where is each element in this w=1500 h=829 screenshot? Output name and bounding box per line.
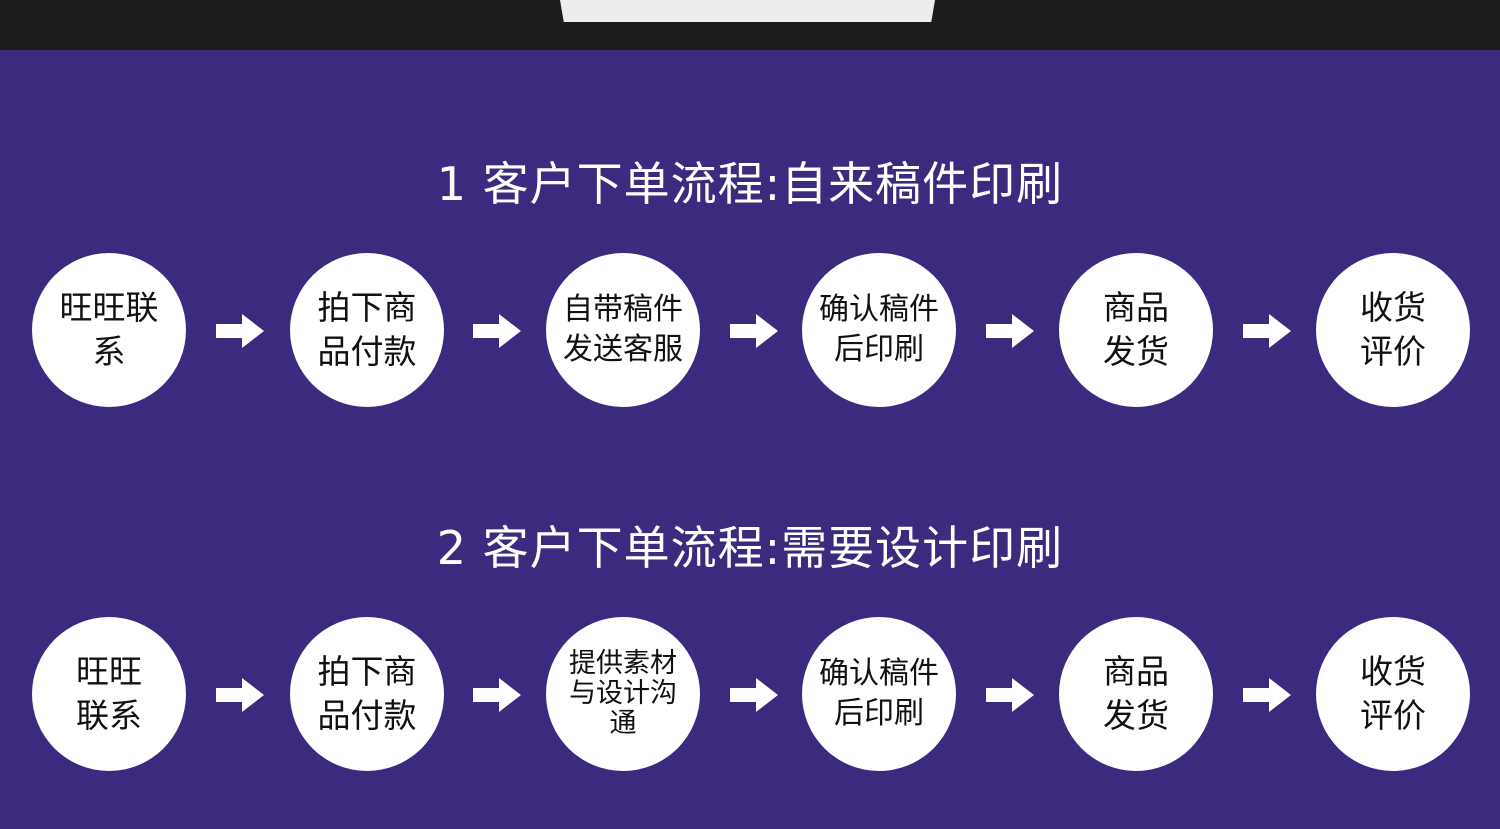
arrow-right-icon [1243, 678, 1291, 712]
arrow-right-icon [1243, 314, 1291, 348]
flow-2-steps: 旺旺联系 拍下商品付款 提供素材与设计沟通 确认稿件后印刷 商品发货 收货评价 [0, 617, 1500, 773]
flow-1-step-3: 自带稿件发送客服 [546, 253, 700, 407]
arrow-right-icon [473, 314, 521, 348]
arrow-right-icon [730, 678, 778, 712]
flow-2-step-6: 收货评价 [1316, 617, 1470, 771]
step-label: 收货评价 [1360, 288, 1426, 371]
step-label: 商品发货 [1103, 652, 1169, 735]
step-label: 拍下商品付款 [317, 652, 417, 735]
flow-2-step-1: 旺旺联系 [32, 617, 186, 771]
flow-2-step-5: 商品发货 [1059, 617, 1213, 771]
step-label: 旺旺联系 [76, 652, 142, 735]
flow-1-step-5: 商品发货 [1059, 253, 1213, 407]
top-tab [560, 0, 935, 22]
flow-1-title: 1 客户下单流程:自来稿件印刷 [436, 157, 1064, 211]
step-label: 确认稿件后印刷 [819, 656, 939, 731]
flow-1-step-6: 收货评价 [1316, 253, 1470, 407]
arrow-right-icon [216, 678, 264, 712]
step-label: 拍下商品付款 [317, 288, 417, 371]
arrow-right-icon [986, 678, 1034, 712]
flow-2-title: 2 客户下单流程:需要设计印刷 [436, 521, 1064, 575]
step-label: 自带稿件发送客服 [563, 292, 683, 367]
step-label: 旺旺联系 [59, 288, 159, 371]
flow-1-step-1: 旺旺联系 [32, 253, 186, 407]
flow-2-step-4: 确认稿件后印刷 [802, 617, 956, 771]
flow-1-steps: 旺旺联系 拍下商品付款 自带稿件发送客服 确认稿件后印刷 商品发货 收货评价 [0, 253, 1500, 409]
arrow-right-icon [986, 314, 1034, 348]
flow-2-step-2: 拍下商品付款 [290, 617, 444, 771]
step-label: 收货评价 [1360, 652, 1426, 735]
arrow-right-icon [730, 314, 778, 348]
step-label: 商品发货 [1103, 288, 1169, 371]
top-bar [0, 0, 1500, 50]
step-label: 提供素材与设计沟通 [569, 648, 677, 739]
arrow-right-icon [473, 678, 521, 712]
flow-1-step-2: 拍下商品付款 [290, 253, 444, 407]
flow-2-step-3: 提供素材与设计沟通 [546, 617, 700, 771]
flow-1-step-4: 确认稿件后印刷 [802, 253, 956, 407]
arrow-right-icon [216, 314, 264, 348]
step-label: 确认稿件后印刷 [819, 292, 939, 367]
